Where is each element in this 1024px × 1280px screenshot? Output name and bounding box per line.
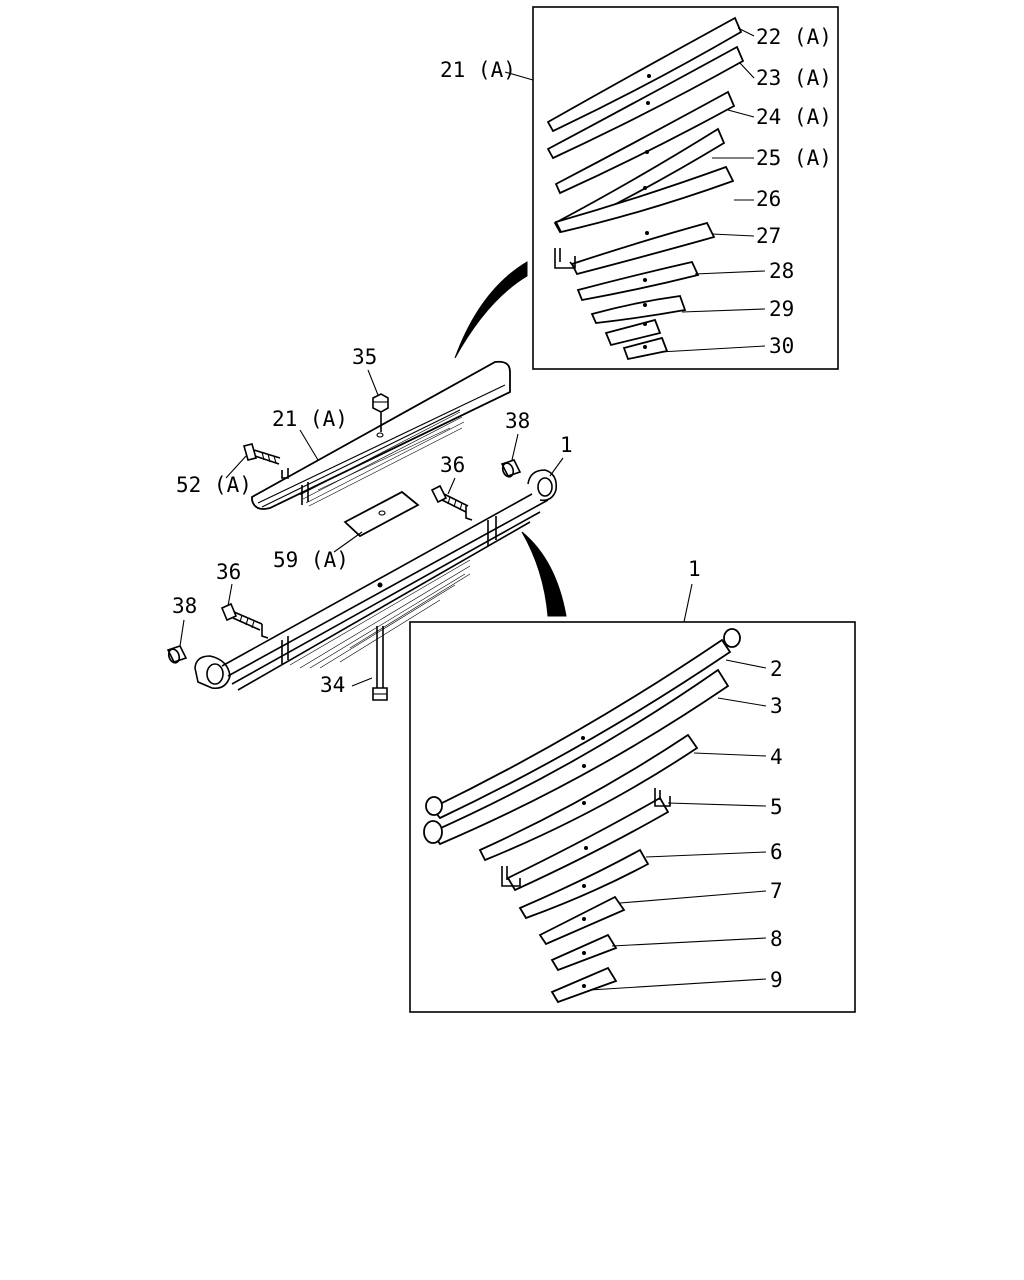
label-9: 9 bbox=[770, 968, 783, 992]
bolt-36-left bbox=[220, 602, 269, 639]
bolt-34 bbox=[372, 626, 388, 701]
label-6: 6 bbox=[770, 840, 783, 864]
detail-pointer-bottom bbox=[521, 531, 567, 617]
label-4: 4 bbox=[770, 745, 783, 769]
label-8: 8 bbox=[770, 927, 783, 951]
bushing-38-left bbox=[166, 645, 188, 664]
label-23a: 23 (A) bbox=[756, 66, 832, 90]
label-27: 27 bbox=[756, 224, 781, 248]
label-36-top: 36 bbox=[440, 453, 465, 477]
leaf-3 bbox=[430, 668, 730, 846]
auxiliary-spring-assembly-21 bbox=[251, 360, 511, 510]
label-26: 26 bbox=[756, 187, 781, 211]
detail-box-21: 22 (A) 23 (A) 24 (A) 25 (A) 26 27 28 29 … bbox=[532, 6, 839, 370]
label-34: 34 bbox=[320, 673, 345, 697]
clip-bracket-5-left bbox=[501, 866, 521, 887]
leaf-28 bbox=[576, 260, 700, 302]
leaf-5 bbox=[506, 796, 670, 892]
leaf-29 bbox=[590, 295, 687, 324]
leaf-4 bbox=[478, 733, 699, 862]
leaf-27 bbox=[570, 221, 716, 276]
detail-pointer-top bbox=[454, 261, 528, 359]
label-38-top: 38 bbox=[505, 409, 530, 433]
label-1-assembly: 1 bbox=[560, 433, 573, 457]
label-36-left: 36 bbox=[216, 560, 241, 584]
leaf-2 bbox=[430, 638, 732, 820]
label-21a-box: 21 (A) bbox=[440, 58, 516, 82]
label-21a-assembly: 21 (A) bbox=[272, 407, 348, 431]
label-3: 3 bbox=[770, 694, 783, 718]
clip-bracket-5 bbox=[654, 788, 671, 807]
plate-59 bbox=[343, 490, 420, 538]
clip-bracket-27 bbox=[554, 248, 576, 269]
leaf-26-body bbox=[554, 165, 735, 234]
label-25a: 25 (A) bbox=[756, 146, 832, 170]
label-38-left: 38 bbox=[172, 594, 197, 618]
label-7: 7 bbox=[770, 879, 783, 903]
bolt-52 bbox=[243, 443, 281, 465]
leaf-23 bbox=[546, 45, 745, 160]
leaf-22 bbox=[546, 16, 743, 133]
label-1-box: 1 bbox=[688, 557, 701, 581]
label-24a: 24 (A) bbox=[756, 105, 832, 129]
leaf-29-plate bbox=[604, 318, 662, 347]
label-5: 5 bbox=[770, 795, 783, 819]
label-22a: 22 (A) bbox=[756, 25, 832, 49]
label-35: 35 bbox=[352, 345, 377, 369]
label-2: 2 bbox=[770, 657, 783, 681]
leaf-7 bbox=[538, 895, 626, 946]
leaf-24 bbox=[554, 90, 736, 195]
main-spring-assembly-1 bbox=[194, 469, 558, 691]
detail-box-1: 2 3 4 5 6 7 8 9 bbox=[409, 621, 856, 1013]
label-29: 29 bbox=[769, 297, 794, 321]
label-59a: 59 (A) bbox=[273, 548, 349, 572]
label-52a: 52 (A) bbox=[176, 473, 252, 497]
label-30: 30 bbox=[769, 334, 794, 358]
label-28: 28 bbox=[769, 259, 794, 283]
bolt-36-top bbox=[430, 484, 473, 521]
bushing-38-top bbox=[500, 459, 522, 478]
nut-35 bbox=[372, 393, 389, 432]
